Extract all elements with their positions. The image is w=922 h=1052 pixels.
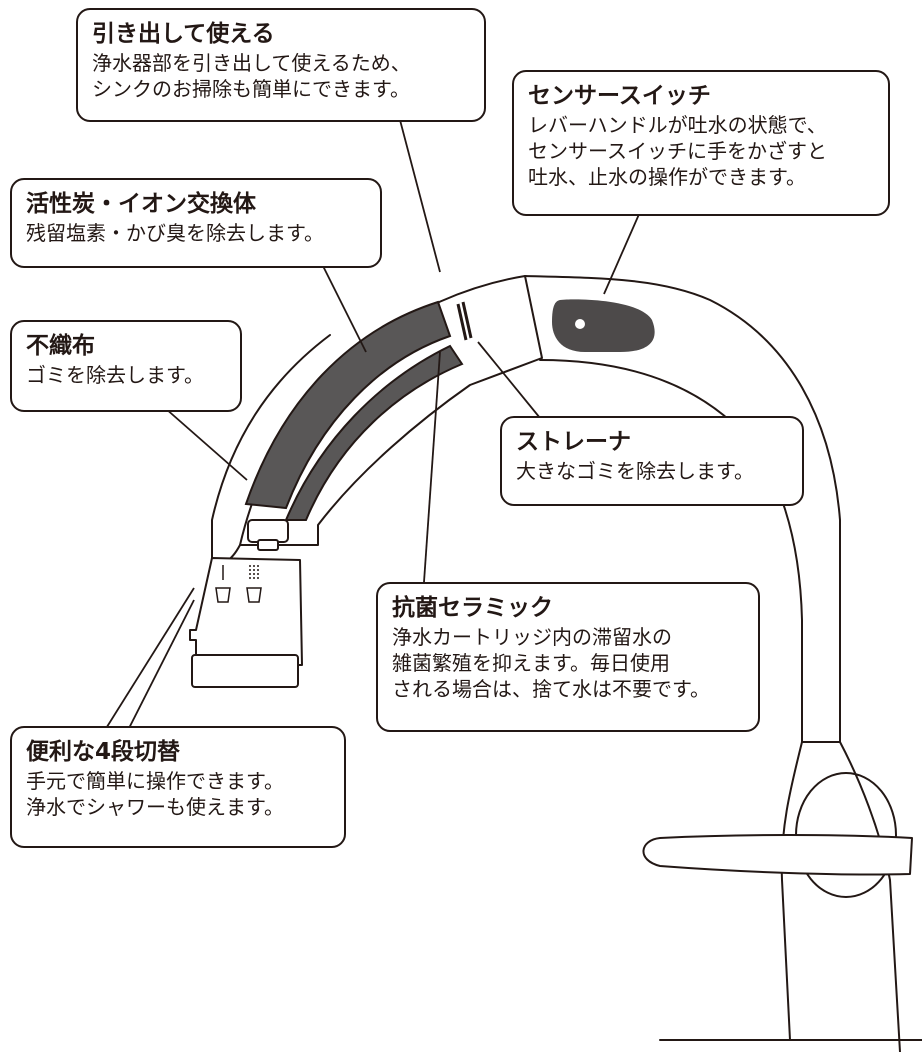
callout-sensor-switch-title: センサースイッチ [528, 83, 711, 109]
nonwoven-cartridge [284, 344, 464, 521]
callout-four-mode: 便利な4段切替 手元で簡単に操作できます。 浄水でシャワーも使えます。 [10, 726, 346, 848]
callout-strainer-title: ストレーナ [516, 429, 631, 455]
callout-sensor-switch-line-2: センサースイッチに手をかざすと [528, 139, 827, 164]
callout-ceramic-line-2: 雑菌繁殖を抑えます。毎日使用 [392, 651, 670, 676]
callout-nonwoven: 不織布 ゴミを除去します。 [10, 320, 242, 412]
faucet-body-left [780, 741, 803, 1041]
callout-activated-carbon: 活性炭・イオン交換体 残留塩素・かび臭を除去します。 [10, 178, 382, 268]
leader-nonwoven [164, 407, 248, 481]
strainer-bar-1 [456, 303, 468, 341]
sensor-dot [575, 319, 585, 329]
sensor-window-icon [552, 299, 655, 352]
callout-ceramic-title: 抗菌セラミック [392, 595, 553, 621]
callout-pull-out-line-2: シンクのお掃除も簡単にできます。 [92, 77, 410, 102]
callout-activated-carbon-line-1: 残留塩素・かび臭を除去します。 [26, 221, 324, 246]
callout-ceramic-line-1: 浄水カートリッジ内の滞留水の [392, 625, 672, 650]
callout-strainer: ストレーナ 大きなゴミを除去します。 [500, 416, 804, 506]
mode-indicator-icon [215, 565, 262, 603]
shower-head-face [191, 654, 299, 688]
lever-handle [642, 834, 913, 876]
callout-strainer-line-1: 大きなゴミを除去します。 [516, 459, 754, 484]
leader-four-mode [99, 587, 195, 739]
callout-four-mode-line-2: 浄水でシャワーも使えます。 [26, 795, 284, 820]
callout-four-mode-title: 便利な4段切替 [26, 739, 181, 765]
leader-strainer [477, 341, 541, 419]
callout-sensor-switch-line-3: 吐水、止水の操作ができます。 [528, 164, 806, 189]
cartridge-nozzle [257, 539, 279, 551]
callout-activated-carbon-title: 活性炭・イオン交換体 [26, 191, 256, 217]
callout-pull-out-title: 引き出して使える [92, 21, 275, 47]
leader-pull-out [399, 119, 441, 273]
callout-nonwoven-title: 不織布 [26, 333, 95, 359]
callout-nonwoven-line-1: ゴミを除去します。 [26, 363, 204, 388]
leader-ceramic [423, 351, 441, 583]
strainer-bar-2 [461, 301, 473, 339]
callout-antibacterial-ceramic: 抗菌セラミック 浄水カートリッジ内の滞留水の 雑菌繁殖を抑えます。毎日使用 され… [376, 582, 760, 732]
leader-activated-carbon [321, 263, 367, 353]
shower-head [189, 557, 303, 666]
cartridge-connector [247, 519, 289, 543]
leader-sensor [603, 211, 641, 295]
callout-sensor-switch-line-1: レバーハンドルが吐水の状態で、 [528, 113, 827, 138]
callout-pull-out-line-1: 浄水器部を引き出して使えるため、 [92, 51, 411, 76]
leader-four-mode-2 [123, 599, 195, 739]
callout-sensor-switch: センサースイッチ レバーハンドルが吐水の状態で、 センサースイッチに手をかざすと… [512, 70, 890, 216]
spout-outer-edge [524, 275, 841, 743]
callout-four-mode-line-1: 手元で簡単に操作できます。 [26, 769, 284, 794]
callout-pull-out: 引き出して使える 浄水器部を引き出して使えるため、 シンクのお掃除も簡単にできま… [76, 8, 486, 122]
callout-ceramic-line-3: される場合は、捨て水は不要です。 [392, 676, 710, 701]
